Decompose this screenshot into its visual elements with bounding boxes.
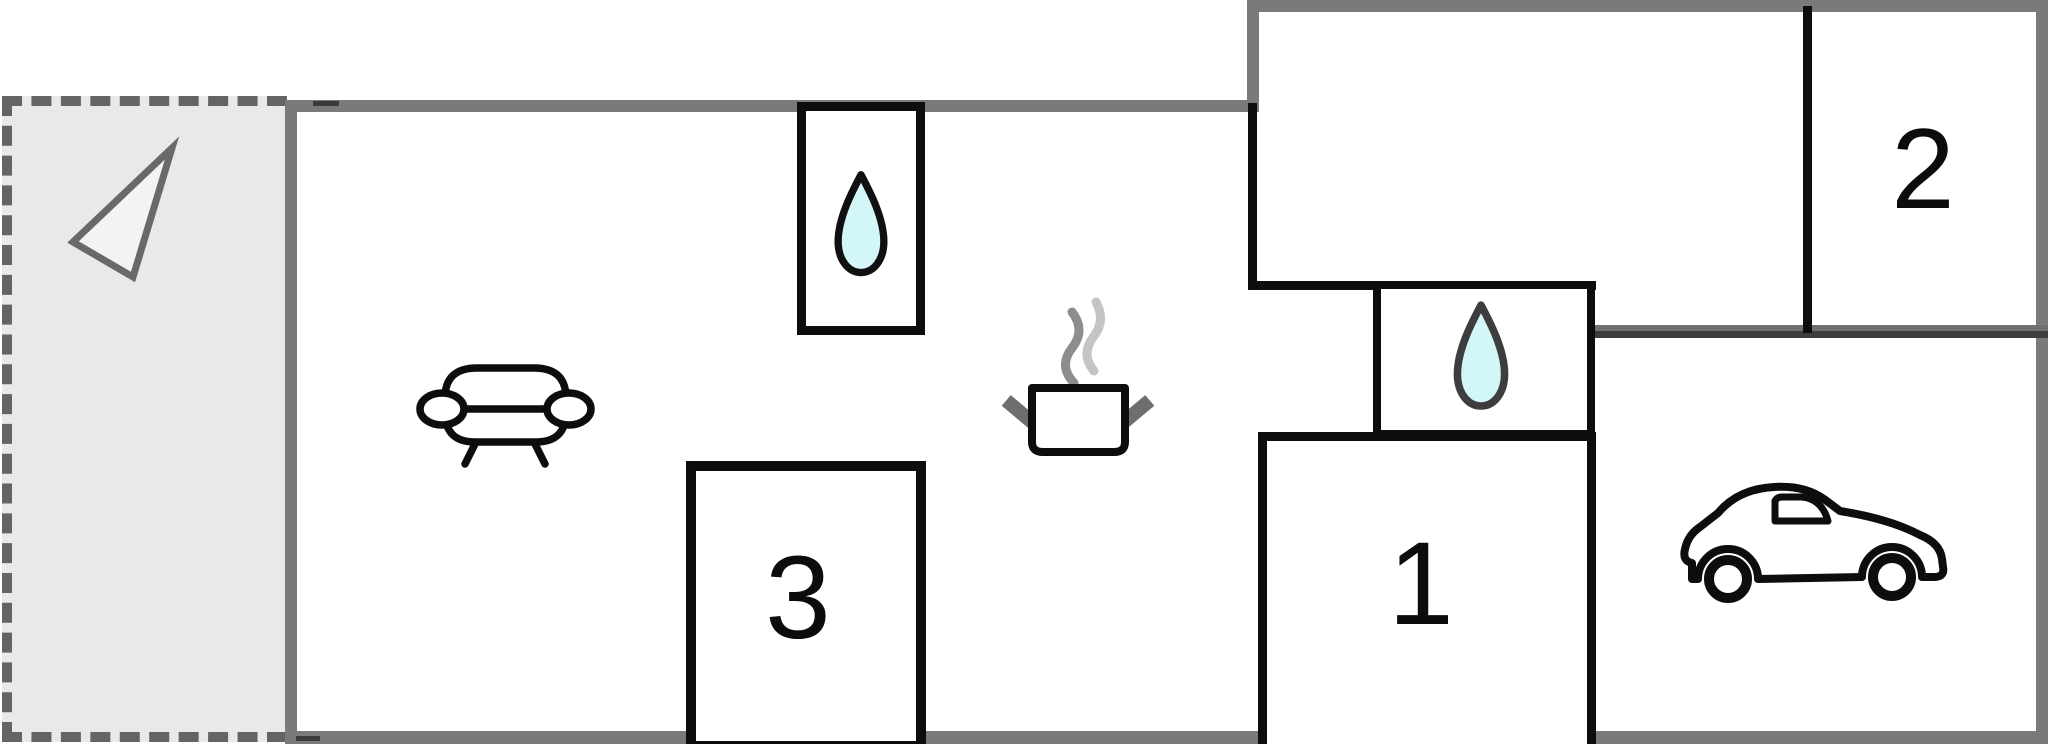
sofa-icon — [416, 364, 595, 468]
wall — [1585, 325, 2048, 331]
wall — [285, 731, 2048, 744]
wall-joint-mark — [296, 736, 320, 741]
car-icon — [1680, 482, 1948, 603]
wall — [2036, 0, 2048, 744]
wall — [285, 100, 297, 744]
wall-joint-mark — [313, 101, 339, 106]
direction-arrow-icon — [67, 136, 180, 283]
room-label-2: 2 — [1891, 106, 1955, 233]
wall — [1585, 331, 2048, 338]
cooking-pot-icon — [1001, 297, 1155, 456]
wall — [1247, 0, 1259, 112]
room-3 — [686, 461, 926, 744]
wall — [285, 100, 1257, 112]
wall — [1803, 6, 1812, 333]
room-label-1: 1 — [1388, 518, 1454, 650]
wall — [1248, 103, 1257, 289]
water-drop-icon — [834, 171, 888, 277]
room-label-3: 3 — [765, 532, 831, 664]
steam-icon — [1061, 307, 1084, 388]
steam-icon — [1082, 297, 1105, 376]
water-drop-icon — [1453, 301, 1509, 410]
room-1 — [1258, 432, 1596, 744]
wall — [1247, 0, 2048, 12]
